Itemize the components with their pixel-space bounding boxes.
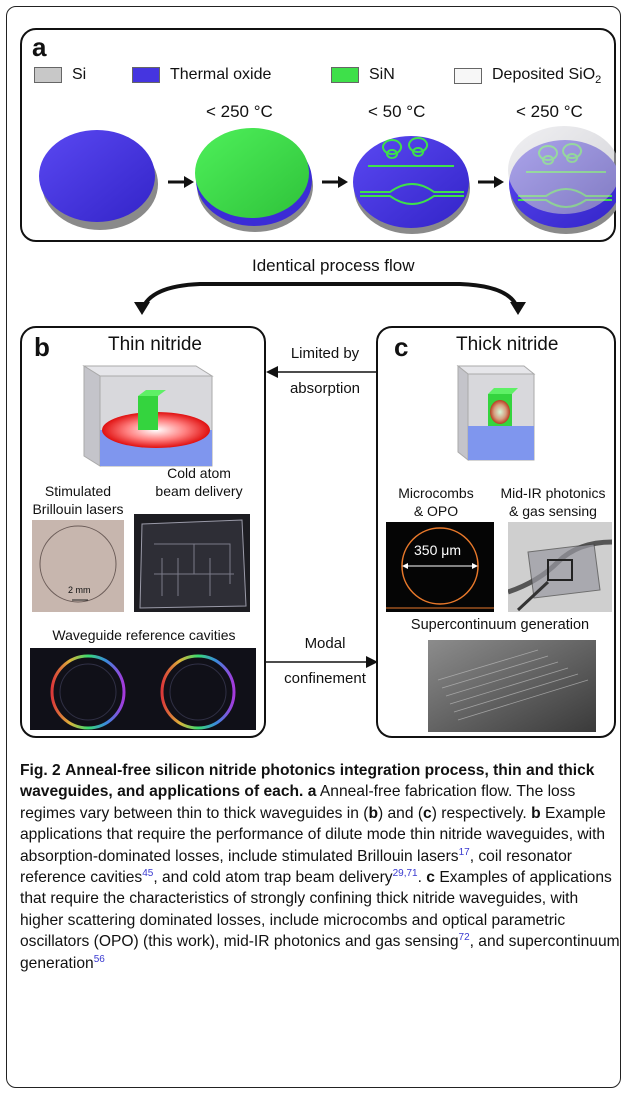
- wafer-clad: [508, 126, 616, 234]
- temperature-step-4: < 250 °C: [516, 102, 583, 121]
- legend-sin-label: SiN: [369, 66, 395, 83]
- caption-a-text-3: ) respectively.: [431, 804, 527, 822]
- wafer-oxide: [39, 130, 158, 230]
- microcomb-scale-label: 350 μm: [414, 542, 461, 558]
- arrow-icon: [168, 176, 194, 188]
- app-reference-cavities-label: Waveguide reference cavities: [52, 627, 236, 643]
- caption-c-letter: c: [426, 869, 435, 887]
- caption-b-letter: b: [531, 804, 541, 822]
- caption-b-text-2: , coil resonator reference cavities: [20, 847, 572, 887]
- legend-deposited-sio2-swatch: [454, 68, 482, 85]
- reference-cavities-photo: [30, 648, 256, 730]
- thick-nitride-cross-section: [456, 364, 536, 462]
- caption-a-letter: a: [307, 783, 317, 801]
- panel-a-letter: a: [32, 32, 47, 62]
- process-flow-wafers: [39, 126, 616, 234]
- wafer-sin-patterned: [353, 136, 470, 234]
- app-supercontinuum-label: Supercontinuum generation: [410, 617, 590, 633]
- panel-b-title: Thin nitride: [108, 334, 202, 355]
- caption-b-text-3: , and cold atom trap beam delivery: [153, 869, 393, 887]
- arrow-limited-by-absorption: [266, 366, 378, 378]
- flow-label: Identical process flow: [252, 256, 415, 275]
- legend-sin: SiN: [331, 66, 395, 84]
- figure-frame: [6, 6, 621, 1088]
- wafer-sin-deposited: [195, 128, 313, 232]
- app-mid-ir-label: Mid-IR photonics& gas sensing: [500, 485, 606, 519]
- citation-link[interactable]: 45: [142, 867, 154, 879]
- arrow-modal-confinement: [266, 656, 378, 668]
- arrow-icon: [322, 176, 348, 188]
- caption-a-ref-c: c: [423, 804, 432, 822]
- temperature-step-2: < 250 °C: [206, 102, 273, 121]
- arrow-icon: [478, 176, 504, 188]
- mid-ir-photo: [508, 522, 612, 612]
- legend-deposited-sio2-label: Deposited SiO2: [492, 66, 602, 87]
- panel-c-title: Thick nitride: [456, 334, 559, 355]
- caption-a-ref-b: b: [368, 804, 378, 822]
- legend-si-swatch: [34, 67, 62, 83]
- legend-deposited-sio2: Deposited SiO2: [454, 66, 601, 86]
- caption-a-text-2: ) and (: [377, 804, 424, 822]
- caption-b-text-1: Example applications that require the pe…: [20, 804, 606, 865]
- caption-c-text-2: , and supercontinuum generation: [20, 933, 620, 972]
- citation-link[interactable]: 17: [458, 846, 470, 858]
- panel-b-letter: b: [34, 332, 50, 362]
- flow-connector: [134, 282, 526, 315]
- panel-c-letter: c: [394, 332, 409, 362]
- modal-confinement-label: Modal confinement: [284, 635, 366, 687]
- scale-bar-label: 2 mm: [68, 585, 91, 595]
- legend-sin-swatch: [331, 67, 359, 83]
- figure-caption: Fig. 2 Anneal-free silicon nitride photo…: [20, 760, 620, 974]
- cold-atom-photo: [134, 514, 250, 612]
- caption-c-text-1: Examples of applications that require th…: [20, 869, 612, 951]
- brillouin-laser-photo: 2 mm: [32, 520, 124, 612]
- legend-thermal-oxide-label: Thermal oxide: [170, 66, 272, 83]
- caption-a-text-1: Anneal-free fabrication flow. The loss r…: [20, 783, 576, 822]
- legend-si: Si: [34, 66, 86, 84]
- supercontinuum-photo: [428, 640, 596, 732]
- citation-link[interactable]: 72: [458, 932, 470, 944]
- thin-nitride-cross-section: [82, 365, 214, 467]
- microcomb-photo: 350 μm: [386, 522, 494, 612]
- legend-si-label: Si: [72, 66, 87, 83]
- legend-thermal-oxide: Thermal oxide: [132, 66, 271, 84]
- caption-b-text-4: .: [417, 869, 422, 887]
- caption-title: Anneal-free silicon nitride photonics in…: [20, 762, 595, 801]
- citation-link[interactable]: 29,71: [392, 867, 418, 879]
- caption-fig-label: Fig. 2: [20, 762, 61, 779]
- legend-thermal-oxide-swatch: [132, 67, 160, 83]
- citation-link[interactable]: 56: [93, 953, 105, 965]
- app-microcombs-label: Microcombs& OPO: [398, 485, 474, 519]
- limited-by-absorption-label: Limited by absorption: [289, 345, 361, 397]
- temperature-step-3: < 50 °C: [368, 102, 426, 121]
